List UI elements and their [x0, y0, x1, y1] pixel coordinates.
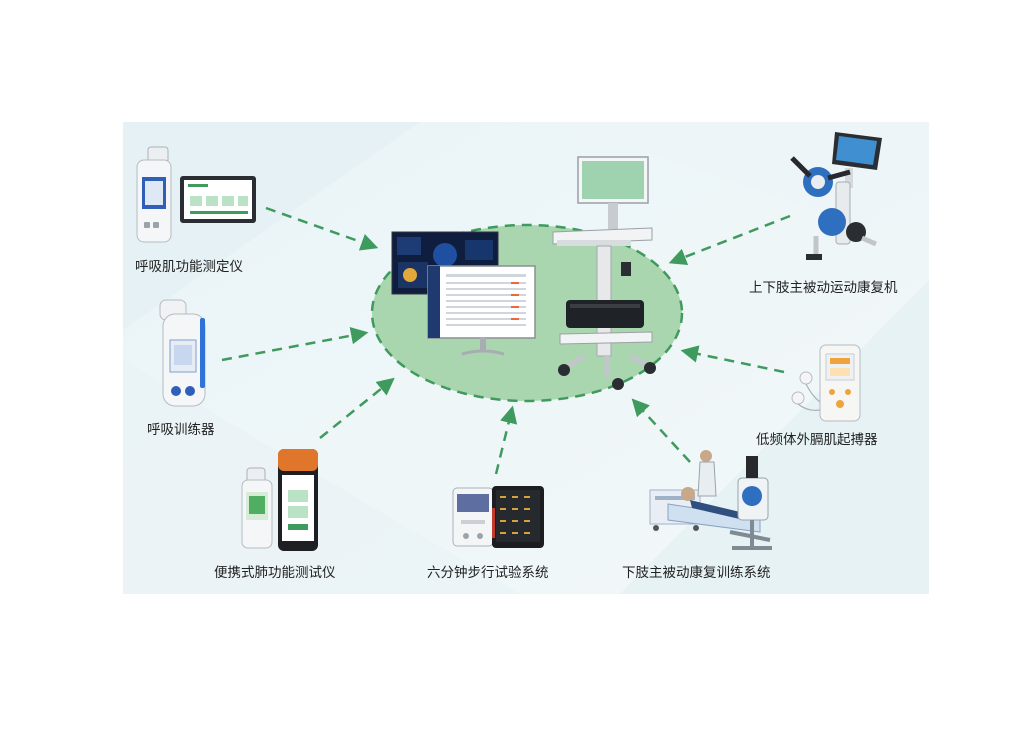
label-respiratory-muscle-tester: 呼吸肌功能测定仪: [135, 259, 243, 275]
arrow-breathing-trainer: [221, 326, 369, 362]
dashboard-monitor: [391, 231, 536, 356]
label-breathing-trainer: 呼吸训练器: [147, 422, 215, 438]
label-emg-stimulator: 低频体外膈肌起搏器: [756, 432, 878, 448]
arrow-upper-lower-limb-machine: [668, 214, 791, 266]
upper-lower-limb-machine-image: [790, 132, 882, 260]
arrow-lower-limb-trainer: [631, 398, 691, 463]
arrow-emg-stimulator: [680, 345, 785, 374]
arrow-portable-spirometer: [319, 377, 395, 439]
lower-limb-trainer-image: [649, 450, 772, 550]
arrow-six-minute-walk: [494, 405, 518, 475]
portable-spirometer-image: [241, 449, 318, 551]
emg-stimulator-image: [791, 344, 861, 422]
label-lower-limb-trainer: 下肢主被动康复训练系统: [622, 565, 771, 581]
six-minute-walk-image: [452, 486, 544, 548]
arrow-respiratory-muscle-tester: [265, 206, 379, 251]
workstation-cart: [552, 156, 656, 390]
respiratory-muscle-tester-image: [136, 146, 256, 243]
label-portable-spirometer: 便携式肺功能测试仪: [214, 565, 336, 581]
connection-arrows: [221, 206, 791, 475]
label-upper-lower-limb-machine: 上下肢主被动运动康复机: [749, 280, 898, 296]
label-six-minute-walk: 六分钟步行试验系统: [427, 565, 549, 581]
breathing-trainer-image: [159, 299, 206, 407]
